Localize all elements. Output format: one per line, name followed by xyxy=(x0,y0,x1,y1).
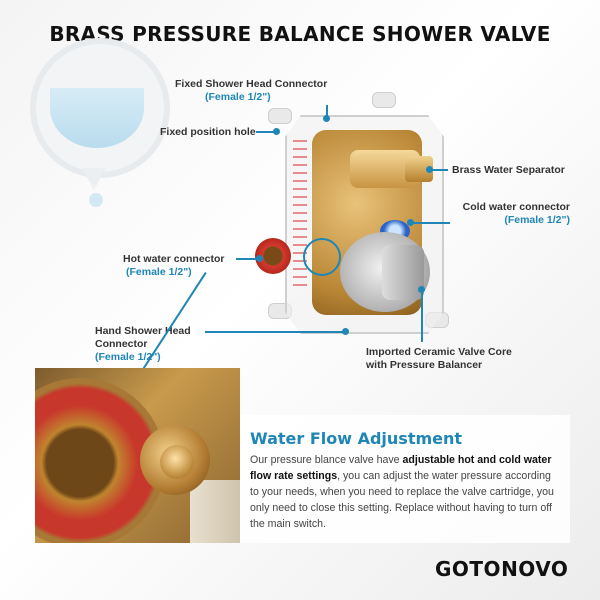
callout-text: Brass Water Separator xyxy=(452,164,565,176)
callout-cold-water: Cold water connector (Female 1/2") xyxy=(455,201,570,227)
callout-hand-shower: Hand Shower Head Connector (Female 1/2") xyxy=(95,325,191,364)
info-title: Water Flow Adjustment xyxy=(250,429,463,448)
screw-cap xyxy=(160,445,194,479)
callout-ceramic-core: Imported Ceramic Valve Core with Pressur… xyxy=(366,346,512,372)
callout-dot xyxy=(418,286,425,293)
callout-subtext: (Female 1/2") xyxy=(126,266,192,278)
callout-hot-water: Hot water connector (Female 1/2") xyxy=(123,253,225,279)
drop-bead xyxy=(89,193,103,207)
callout-line xyxy=(410,222,450,224)
callout-text: Hot water connector xyxy=(123,253,225,265)
pipe-detail xyxy=(190,480,240,543)
brand-logo: GOTONOVO xyxy=(435,557,569,581)
callout-text: Imported Ceramic Valve Core xyxy=(366,346,512,358)
callout-dot xyxy=(426,166,433,173)
cartridge-stem xyxy=(382,245,424,300)
callout-dot xyxy=(342,328,349,335)
zoom-indicator xyxy=(303,238,341,276)
callout-dot xyxy=(256,255,263,262)
info-card xyxy=(240,415,570,543)
mount-bracket xyxy=(372,92,396,108)
info-text-post: , you can adjust the water pressure acco… xyxy=(250,470,554,530)
callout-line xyxy=(205,331,345,333)
depth-scale xyxy=(293,140,307,290)
callout-text: Hand Shower Head xyxy=(95,325,191,337)
callout-text: Cold water connector xyxy=(462,201,570,213)
info-text-pre: Our pressure blance valve have xyxy=(250,454,403,466)
info-text: Our pressure blance valve have adjustabl… xyxy=(250,452,562,532)
drop-tail xyxy=(82,168,106,190)
callout-line xyxy=(236,258,258,260)
callout-subtext: (Female 1/2") xyxy=(504,214,570,226)
callout-dot xyxy=(407,219,414,226)
callout-line xyxy=(256,131,276,133)
callout-text-2: with Pressure Balancer xyxy=(366,359,483,371)
callout-dot xyxy=(273,128,280,135)
info-text-bold: adjustable hot and cold water flow rate … xyxy=(250,454,552,482)
callout-dot xyxy=(323,115,330,122)
mount-bracket xyxy=(268,108,292,124)
callout-subtext: (Female 1/2") xyxy=(95,351,161,363)
callout-shower-head: Fixed Shower Head Connector (Female 1/2"… xyxy=(175,78,327,104)
callout-subtext: (Female 1/2") xyxy=(205,91,271,103)
page-title: BRASS PRESSURE BALANCE SHOWER VALVE xyxy=(49,22,551,46)
callout-line xyxy=(430,169,448,171)
callout-text: Fixed position hole xyxy=(160,126,256,138)
callout-text-2: Connector xyxy=(95,338,148,350)
callout-fixed-hole: Fixed position hole xyxy=(160,126,256,139)
callout-line xyxy=(326,105,328,119)
callout-line xyxy=(421,290,423,342)
callout-text: Fixed Shower Head Connector xyxy=(175,78,328,90)
callout-brass-separator: Brass Water Separator xyxy=(452,164,565,177)
